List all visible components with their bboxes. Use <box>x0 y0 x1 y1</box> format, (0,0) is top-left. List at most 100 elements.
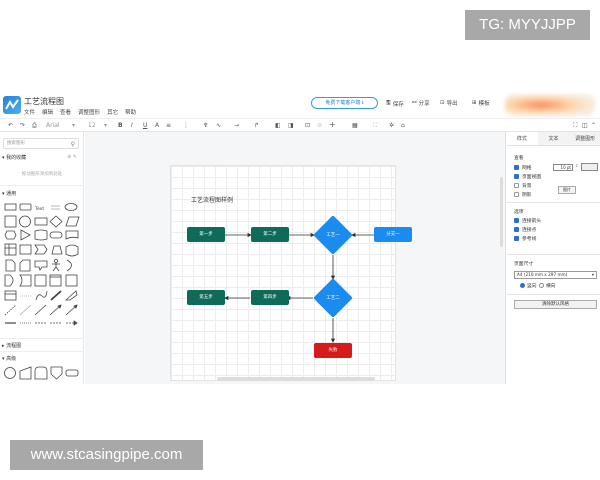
italic-button[interactable]: I <box>131 122 133 129</box>
format-tabs: 样式 文本 调整图形 <box>506 132 600 146</box>
waypoint-icon[interactable]: ↱ <box>254 122 260 129</box>
node-process1-label: 工艺一 <box>326 233 340 238</box>
format-painter-icon[interactable]: ⎙ <box>32 122 37 129</box>
advanced-section-header[interactable]: ▾ 高级 <box>2 356 17 362</box>
vertical-scrollbar[interactable] <box>500 177 503 247</box>
menu-edit[interactable]: 编辑 <box>42 110 54 116</box>
align-button[interactable]: ≡ <box>166 122 172 129</box>
download-client-button[interactable]: 免费下载客户端 ⭳ <box>311 97 378 109</box>
panel-toggle-icon[interactable]: ◫ <box>582 122 588 129</box>
collapse-icon[interactable]: ⌃ <box>591 122 597 129</box>
divider <box>506 294 600 295</box>
divider <box>506 202 600 203</box>
menu-help[interactable]: 帮助 <box>125 110 137 116</box>
tab-text[interactable]: 文本 <box>537 132 570 145</box>
star-icon[interactable]: ✲ <box>389 122 395 129</box>
redo-icon[interactable]: ↷ <box>20 122 26 129</box>
node-fail[interactable]: 失败 <box>314 343 352 358</box>
grid-size-input[interactable]: 10 pt <box>553 164 573 171</box>
connect-points-checkbox[interactable]: 连接点 <box>514 226 536 233</box>
grid-color-swatch[interactable] <box>581 163 598 171</box>
watermark-url: www.stcasingpipe.com <box>10 440 203 470</box>
fill-color-icon[interactable]: ♆ <box>203 122 209 129</box>
divider <box>506 254 600 255</box>
menu-file[interactable]: 文件 <box>24 110 36 116</box>
text-shape: Text <box>34 206 44 212</box>
watermark-tg: TG: MYYJJPP <box>465 10 590 40</box>
template-icon: ⊞ <box>472 100 477 106</box>
menu-arrange[interactable]: 调整图形 <box>78 110 101 116</box>
insert-image-icon[interactable]: ⊡ <box>305 122 311 129</box>
style-icon[interactable]: ⛶ <box>373 122 378 129</box>
export-icon: ⊡ <box>440 100 445 106</box>
guides-checkbox[interactable]: 参考线 <box>514 235 536 242</box>
chevron-down-icon: ▾ <box>591 272 594 277</box>
general-section-header[interactable]: ▾ 通用 <box>2 191 17 197</box>
undo-icon[interactable]: ↶ <box>8 122 14 129</box>
document-title[interactable]: 工艺流程图 <box>24 97 64 106</box>
search-icon[interactable]: ⚲ <box>70 141 75 148</box>
diagram-page[interactable]: 工艺流程图样例 第一步 第二步 工艺一 分支一 工艺二 第四步 第五步 失败 <box>170 165 412 381</box>
shape-library-sidebar: 搜索图形 ⚲ ▾ 我的收藏 ⊕ ✎ 拖动图形添加到此处 ▾ 通用 Text <box>0 132 84 384</box>
menu-view[interactable]: 查看 <box>60 110 72 116</box>
shadow-checkbox[interactable]: 阴影 <box>514 191 532 198</box>
landscape-radio[interactable]: 横向 <box>539 282 556 289</box>
grid-checkbox[interactable]: 网格 <box>514 164 532 171</box>
user-avatar[interactable] <box>505 94 595 116</box>
page-view-checkbox[interactable]: 页面视图 <box>514 173 541 180</box>
format-panel: 样式 文本 调整图形 查看 网格 10 pt ⇕ 页面视图 背景 图片 阴影 选… <box>505 132 600 384</box>
save-icon: 🖫 <box>386 100 391 106</box>
tab-style[interactable]: 样式 <box>506 132 538 145</box>
connector-lines <box>224 232 374 343</box>
flowchart-section-header[interactable]: ▸ 流程图 <box>2 343 22 349</box>
line-color-icon[interactable]: ∿ <box>216 122 222 129</box>
font-color-button[interactable]: A <box>155 122 160 129</box>
to-front-icon[interactable]: ◧ <box>275 122 281 129</box>
menu-bar: 文件 编辑 查看 调整图形 其它 帮助 <box>24 108 136 116</box>
divider <box>0 338 84 339</box>
background-image-button[interactable]: 图片 <box>558 186 576 194</box>
header: 工艺流程图 文件 编辑 查看 调整图形 其它 帮助 免费下载客户端 ⭳ 🖫保存 … <box>0 92 600 118</box>
font-family-chevron-icon[interactable]: ▾ <box>72 122 76 129</box>
font-size-select[interactable]: 12 <box>88 122 96 129</box>
paper-size-label: 页面尺寸 <box>514 262 534 267</box>
horizontal-scrollbar[interactable] <box>217 377 375 381</box>
node-step5[interactable]: 第五步 <box>187 290 225 305</box>
to-back-icon[interactable]: ◨ <box>288 122 294 129</box>
advanced-shapes-grid[interactable] <box>4 366 82 380</box>
underline-button[interactable]: U <box>143 122 148 129</box>
connector-style-icon[interactable]: → <box>234 122 240 129</box>
insert-icon[interactable]: + <box>329 120 336 129</box>
save-button[interactable]: 🖫保存 <box>386 100 404 108</box>
node-process2-label: 工艺二 <box>326 296 340 301</box>
node-step4[interactable]: 第四步 <box>251 290 289 305</box>
diagram-title[interactable]: 工艺流程图样例 <box>191 197 234 204</box>
font-size-chevron-icon[interactable]: ▾ <box>104 122 108 129</box>
general-shapes-grid[interactable]: Text <box>4 200 82 330</box>
favorites-section-header[interactable]: ▾ 我的收藏 <box>2 155 27 161</box>
fullscreen-icon[interactable]: ⛶ <box>573 122 578 129</box>
grid-size-stepper[interactable]: ⇕ <box>575 163 579 168</box>
menu-other[interactable]: 其它 <box>107 110 119 116</box>
node-step1[interactable]: 第一步 <box>187 227 225 242</box>
template-button[interactable]: ⊞模板 <box>472 100 490 107</box>
background-checkbox[interactable]: 背景 <box>514 182 532 189</box>
shirt-icon[interactable]: ⌂ <box>401 122 405 129</box>
portrait-radio[interactable]: 竖向 <box>520 282 537 289</box>
table-icon[interactable]: ▦ <box>352 122 358 129</box>
export-button[interactable]: ⊡导出 <box>440 100 458 107</box>
diagram-canvas[interactable]: 工艺流程图样例 第一步 第二步 工艺一 分支一 工艺二 第四步 第五步 失败 <box>85 132 505 384</box>
bold-button[interactable]: B <box>118 122 123 129</box>
font-family-select[interactable]: Arial <box>46 122 60 129</box>
link-icon[interactable]: ⊘ <box>317 122 323 129</box>
tab-arrange[interactable]: 调整图形 <box>569 132 600 145</box>
line-spacing-button[interactable]: ⋮ <box>183 122 189 129</box>
node-branch1[interactable]: 分支一 <box>374 227 412 242</box>
connect-arrows-checkbox[interactable]: 连接箭头 <box>514 217 541 224</box>
reset-style-button[interactable]: 清除默认风格 <box>514 300 597 309</box>
favorites-edit-icon[interactable]: ⊕ ✎ <box>67 154 77 160</box>
share-button[interactable]: ⚯分享 <box>412 100 430 107</box>
shape-search-input[interactable]: 搜索图形 ⚲ <box>3 138 79 149</box>
paper-size-select[interactable]: A4 (210 mm x 297 mm)▾ <box>514 271 597 279</box>
node-step2[interactable]: 第二步 <box>251 227 289 242</box>
